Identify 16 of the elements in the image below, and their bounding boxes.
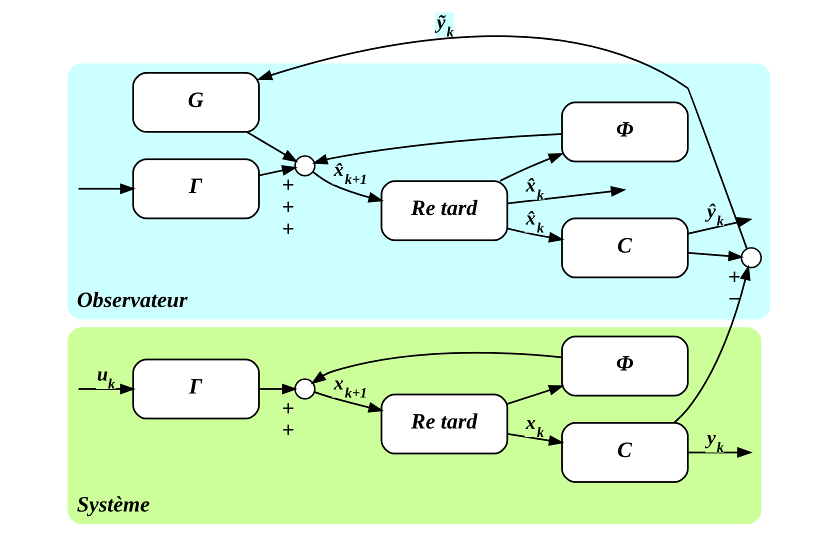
node-label: +	[282, 194, 294, 219]
edge-label: x$_{k}$	[526, 412, 544, 441]
node-label: +	[282, 173, 294, 198]
node-label: +	[282, 418, 294, 442]
node-label: −	[728, 286, 741, 311]
edge-label: x$_{k+1}$	[334, 372, 368, 402]
node-label: +	[282, 396, 294, 420]
edge-label: ỹ$_{k}$	[436, 11, 454, 40]
edge-label: y$_{k}$	[706, 427, 724, 456]
node-label: +	[282, 216, 294, 241]
node-label: +	[728, 264, 741, 289]
edge-label: x̂$_{k}$	[526, 207, 544, 236]
edge-label: u$_{k}$	[97, 364, 116, 393]
edge-label: x̂$_{k+1}$	[334, 159, 368, 188]
edge-label: ŷ$_{k}$	[706, 200, 724, 230]
edge-label: x̂$_{k}$	[526, 174, 544, 204]
